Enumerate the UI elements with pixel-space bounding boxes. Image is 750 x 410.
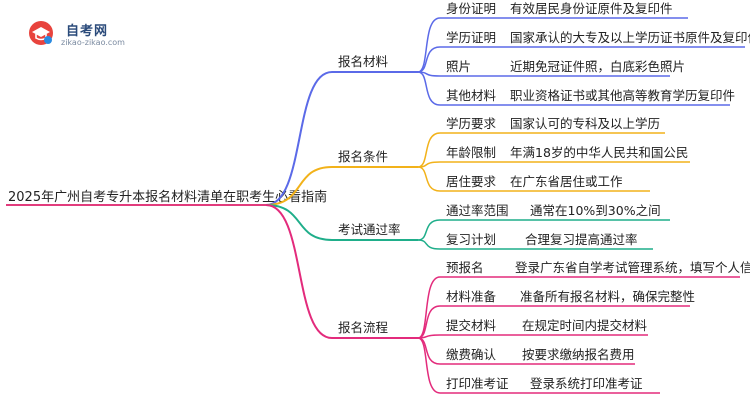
leaf-connector: [417, 17, 441, 73]
branch-label: 报名条件: [338, 149, 388, 164]
branch-label: 报名流程: [338, 320, 389, 335]
leaf-label: 居住要求: [446, 174, 497, 189]
leaf-detail: 国家承认的大专及以上学历证书原件及复印件: [510, 30, 750, 45]
leaf-label: 缴费确认: [446, 347, 497, 362]
leaf-label: 复习计划: [446, 232, 496, 247]
leaf-connector: [417, 337, 441, 394]
leaf-label: 学历要求: [446, 116, 497, 131]
leaf-label: 提交材料: [446, 318, 497, 333]
leaf-connector: [417, 46, 441, 73]
branch-connector: [265, 166, 333, 206]
leaf-detail: 在规定时间内提交材料: [522, 318, 648, 333]
leaf-label: 其他材料: [446, 88, 497, 103]
leaf-detail: 登录广东省自学考试管理系统，填写个人信息: [515, 260, 750, 275]
leaf-connector: [417, 166, 441, 192]
leaf-connector: [417, 161, 441, 168]
branch-label: 报名材料: [338, 54, 389, 69]
leaf-label: 照片: [446, 59, 471, 74]
leaf-detail: 通常在10%到30%之间: [530, 203, 661, 218]
leaf-detail: 在广东省居住或工作: [510, 174, 623, 189]
leaf-detail: 年满18岁的中华人民共和国公民: [510, 145, 688, 160]
logo-url: zikao-zikao.com: [61, 38, 125, 47]
branch-label: 考试通过率: [338, 222, 401, 237]
leaf-label: 材料准备: [446, 289, 497, 304]
leaf-detail: 准备所有报名材料，确保完整性: [520, 289, 695, 304]
branch-connector: [265, 204, 333, 241]
leaf-detail: 按要求缴纳报名费用: [522, 347, 635, 362]
branch-connector: [265, 204, 333, 339]
root-label: 2025年广州自考专升本报名材料清单在职考生必看指南: [8, 189, 327, 205]
leaf-label: 身份证明: [446, 1, 496, 16]
graduation-cap-icon: [29, 21, 53, 45]
leaf-label: 通过率范围: [446, 203, 509, 218]
leaf-detail: 近期免冠证件照，白底彩色照片: [510, 59, 685, 74]
leaf-connector: [417, 305, 441, 339]
leaf-detail: 登录系统打印准考证: [530, 376, 643, 391]
leaf-connector: [417, 239, 441, 250]
leaf-label: 年龄限制: [446, 145, 496, 160]
leaf-label: 预报名: [446, 260, 484, 275]
leaf-connector: [417, 219, 441, 241]
leaf-detail: 有效居民身份证原件及复印件: [510, 1, 673, 16]
logo-name: 自考网: [66, 24, 109, 39]
leaf-detail: 职业资格证书或其他高等教育学历复印件: [510, 88, 735, 103]
leaf-detail: 国家认可的专科及以上学历: [510, 116, 660, 131]
leaf-label: 打印准考证: [446, 376, 509, 391]
site-logo[interactable]: 自考网 zikao-zikao.com: [28, 18, 148, 52]
leaf-connector: [417, 337, 441, 365]
leaf-connector: [417, 132, 441, 168]
leaf-label: 学历证明: [446, 30, 496, 45]
leaf-connector: [417, 276, 441, 339]
branch-connector: [265, 71, 333, 206]
leaf-detail: 合理复习提高通过率: [525, 232, 638, 247]
leaf-connector: [417, 71, 441, 106]
